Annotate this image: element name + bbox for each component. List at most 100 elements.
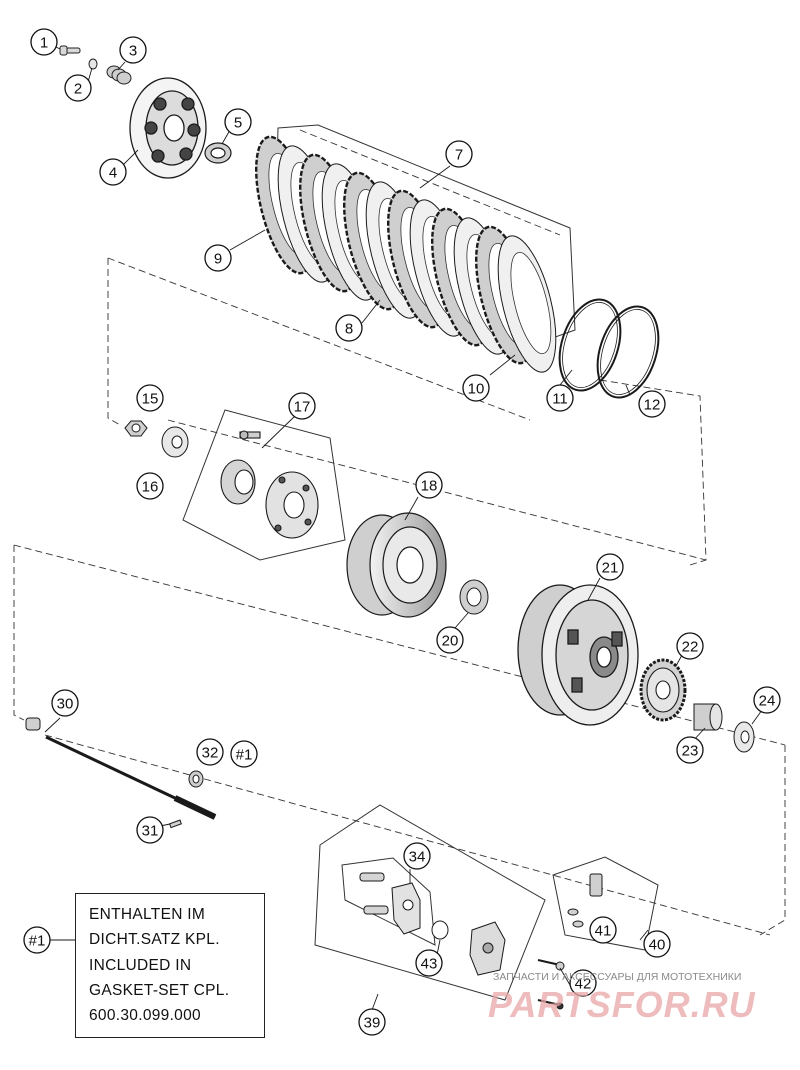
callout-circle (643, 930, 671, 958)
callout-circle (676, 736, 704, 764)
callout-circle (436, 626, 464, 654)
part-o-ring-12 (596, 305, 660, 399)
callout-24: 24 (753, 686, 781, 714)
callout-circle (99, 158, 127, 186)
callout-16: 16 (136, 472, 164, 500)
callout-label: 5 (234, 115, 242, 132)
note-line-1: ENTHALTEN IM (89, 906, 206, 923)
part-seal-ring-43 (431, 920, 449, 940)
callout-circle (462, 374, 490, 402)
callout-label: #1 (236, 747, 253, 764)
part-needle-bearing-23 (693, 703, 723, 731)
callout-circle (230, 740, 258, 768)
callout-circle (753, 686, 781, 714)
callout-circle (224, 108, 252, 136)
callout-label: 8 (345, 321, 353, 338)
callout-label: 24 (759, 693, 776, 710)
callout-label: 32 (202, 745, 219, 762)
callout-label: 41 (595, 923, 612, 940)
part-clutch-disc-stack (255, 135, 557, 373)
callout-label: 22 (682, 639, 699, 656)
callout-label: 1 (40, 35, 48, 52)
callout-label: 10 (468, 381, 485, 398)
callout-label: 9 (214, 251, 222, 268)
callout-39: 39 (358, 1008, 386, 1036)
callout-7: 7 (445, 140, 473, 168)
callout-circle (64, 74, 92, 102)
callout-circle (136, 472, 164, 500)
watermark-brand: PARTSFOR.RU (488, 984, 756, 1025)
part-clutch-basket-21 (517, 584, 639, 726)
part-washer-16 (161, 426, 189, 458)
callout-circle (30, 28, 58, 56)
part-washer-24 (733, 721, 755, 753)
callout-21: 21 (596, 553, 624, 581)
callout-circle (596, 553, 624, 581)
callout-circle (204, 244, 232, 272)
callout-circle (415, 949, 443, 977)
callout-note: #1 (23, 926, 51, 954)
part-nut-15 (124, 420, 148, 437)
note-line-5: 600.30.099.000 (89, 1007, 201, 1024)
callout-10: 10 (462, 374, 490, 402)
note-line-2: DICHT.SATZ KPL. (89, 931, 220, 948)
part-screw-1 (59, 45, 81, 56)
callout-label: 3 (129, 43, 137, 60)
callout-32: 32 (196, 738, 224, 766)
callout-label: 21 (602, 560, 619, 577)
callout-circle (51, 689, 79, 717)
callout-circle (136, 384, 164, 412)
callout-label: 2 (74, 81, 82, 98)
callout-20: 20 (436, 626, 464, 654)
part-hub-assembly-17 (220, 430, 319, 539)
callout-label: 7 (455, 147, 463, 164)
part-push-rod-30 (25, 717, 217, 820)
part-banjo-bolt-42 (537, 959, 565, 1010)
callout-label: 11 (552, 391, 568, 408)
callout-circle (136, 816, 164, 844)
callout-40: 40 (643, 930, 671, 958)
callout-label: #1 (29, 933, 46, 950)
callout-23: 23 (676, 736, 704, 764)
part-spring-3 (106, 65, 132, 85)
callout-circle (589, 916, 617, 944)
callout-31: 31 (136, 816, 164, 844)
part-o-ring-11 (558, 298, 622, 392)
callout-4: 4 (99, 158, 127, 186)
callout-label: 34 (409, 849, 426, 866)
callout-label: 39 (364, 1015, 381, 1032)
part-bearing-20 (459, 579, 489, 615)
note-line-4: GASKET-SET CPL. (89, 982, 230, 999)
note-line-3: INCLUDED IN (89, 957, 192, 974)
callout-label: 43 (421, 956, 438, 973)
part-slave-cylinder-39 (469, 921, 506, 976)
callout-12: 12 (638, 390, 666, 418)
callout-32ref: #1 (230, 740, 258, 768)
callout-label: 12 (644, 397, 661, 414)
part-bearing-5 (204, 142, 232, 164)
callout-circle (23, 926, 51, 954)
watermark-caption: ЗАПЧАСТИ И АКСЕССУАРЫ ДЛЯ МОТОТЕХНИКИ (493, 971, 742, 983)
callout-5: 5 (224, 108, 252, 136)
callout-label: 31 (142, 823, 159, 840)
callout-circle (569, 969, 597, 997)
callout-2: 2 (64, 74, 92, 102)
callout-30: 30 (51, 689, 79, 717)
callout-label: 20 (442, 633, 459, 650)
callout-17: 17 (288, 392, 316, 420)
callout-circle (288, 392, 316, 420)
callout-circle (119, 36, 147, 64)
callout-circle (676, 632, 704, 660)
part-seal-32 (188, 770, 204, 788)
part-cylinder-parts-34 (359, 872, 421, 935)
callout-circle (403, 842, 431, 870)
callout-circle (358, 1008, 386, 1036)
part-gear-22 (639, 658, 687, 722)
callout-label: 18 (421, 478, 438, 495)
part-pin-31 (168, 819, 182, 829)
callout-8: 8 (335, 314, 363, 342)
callout-22: 22 (676, 632, 704, 660)
callout-34: 34 (403, 842, 431, 870)
